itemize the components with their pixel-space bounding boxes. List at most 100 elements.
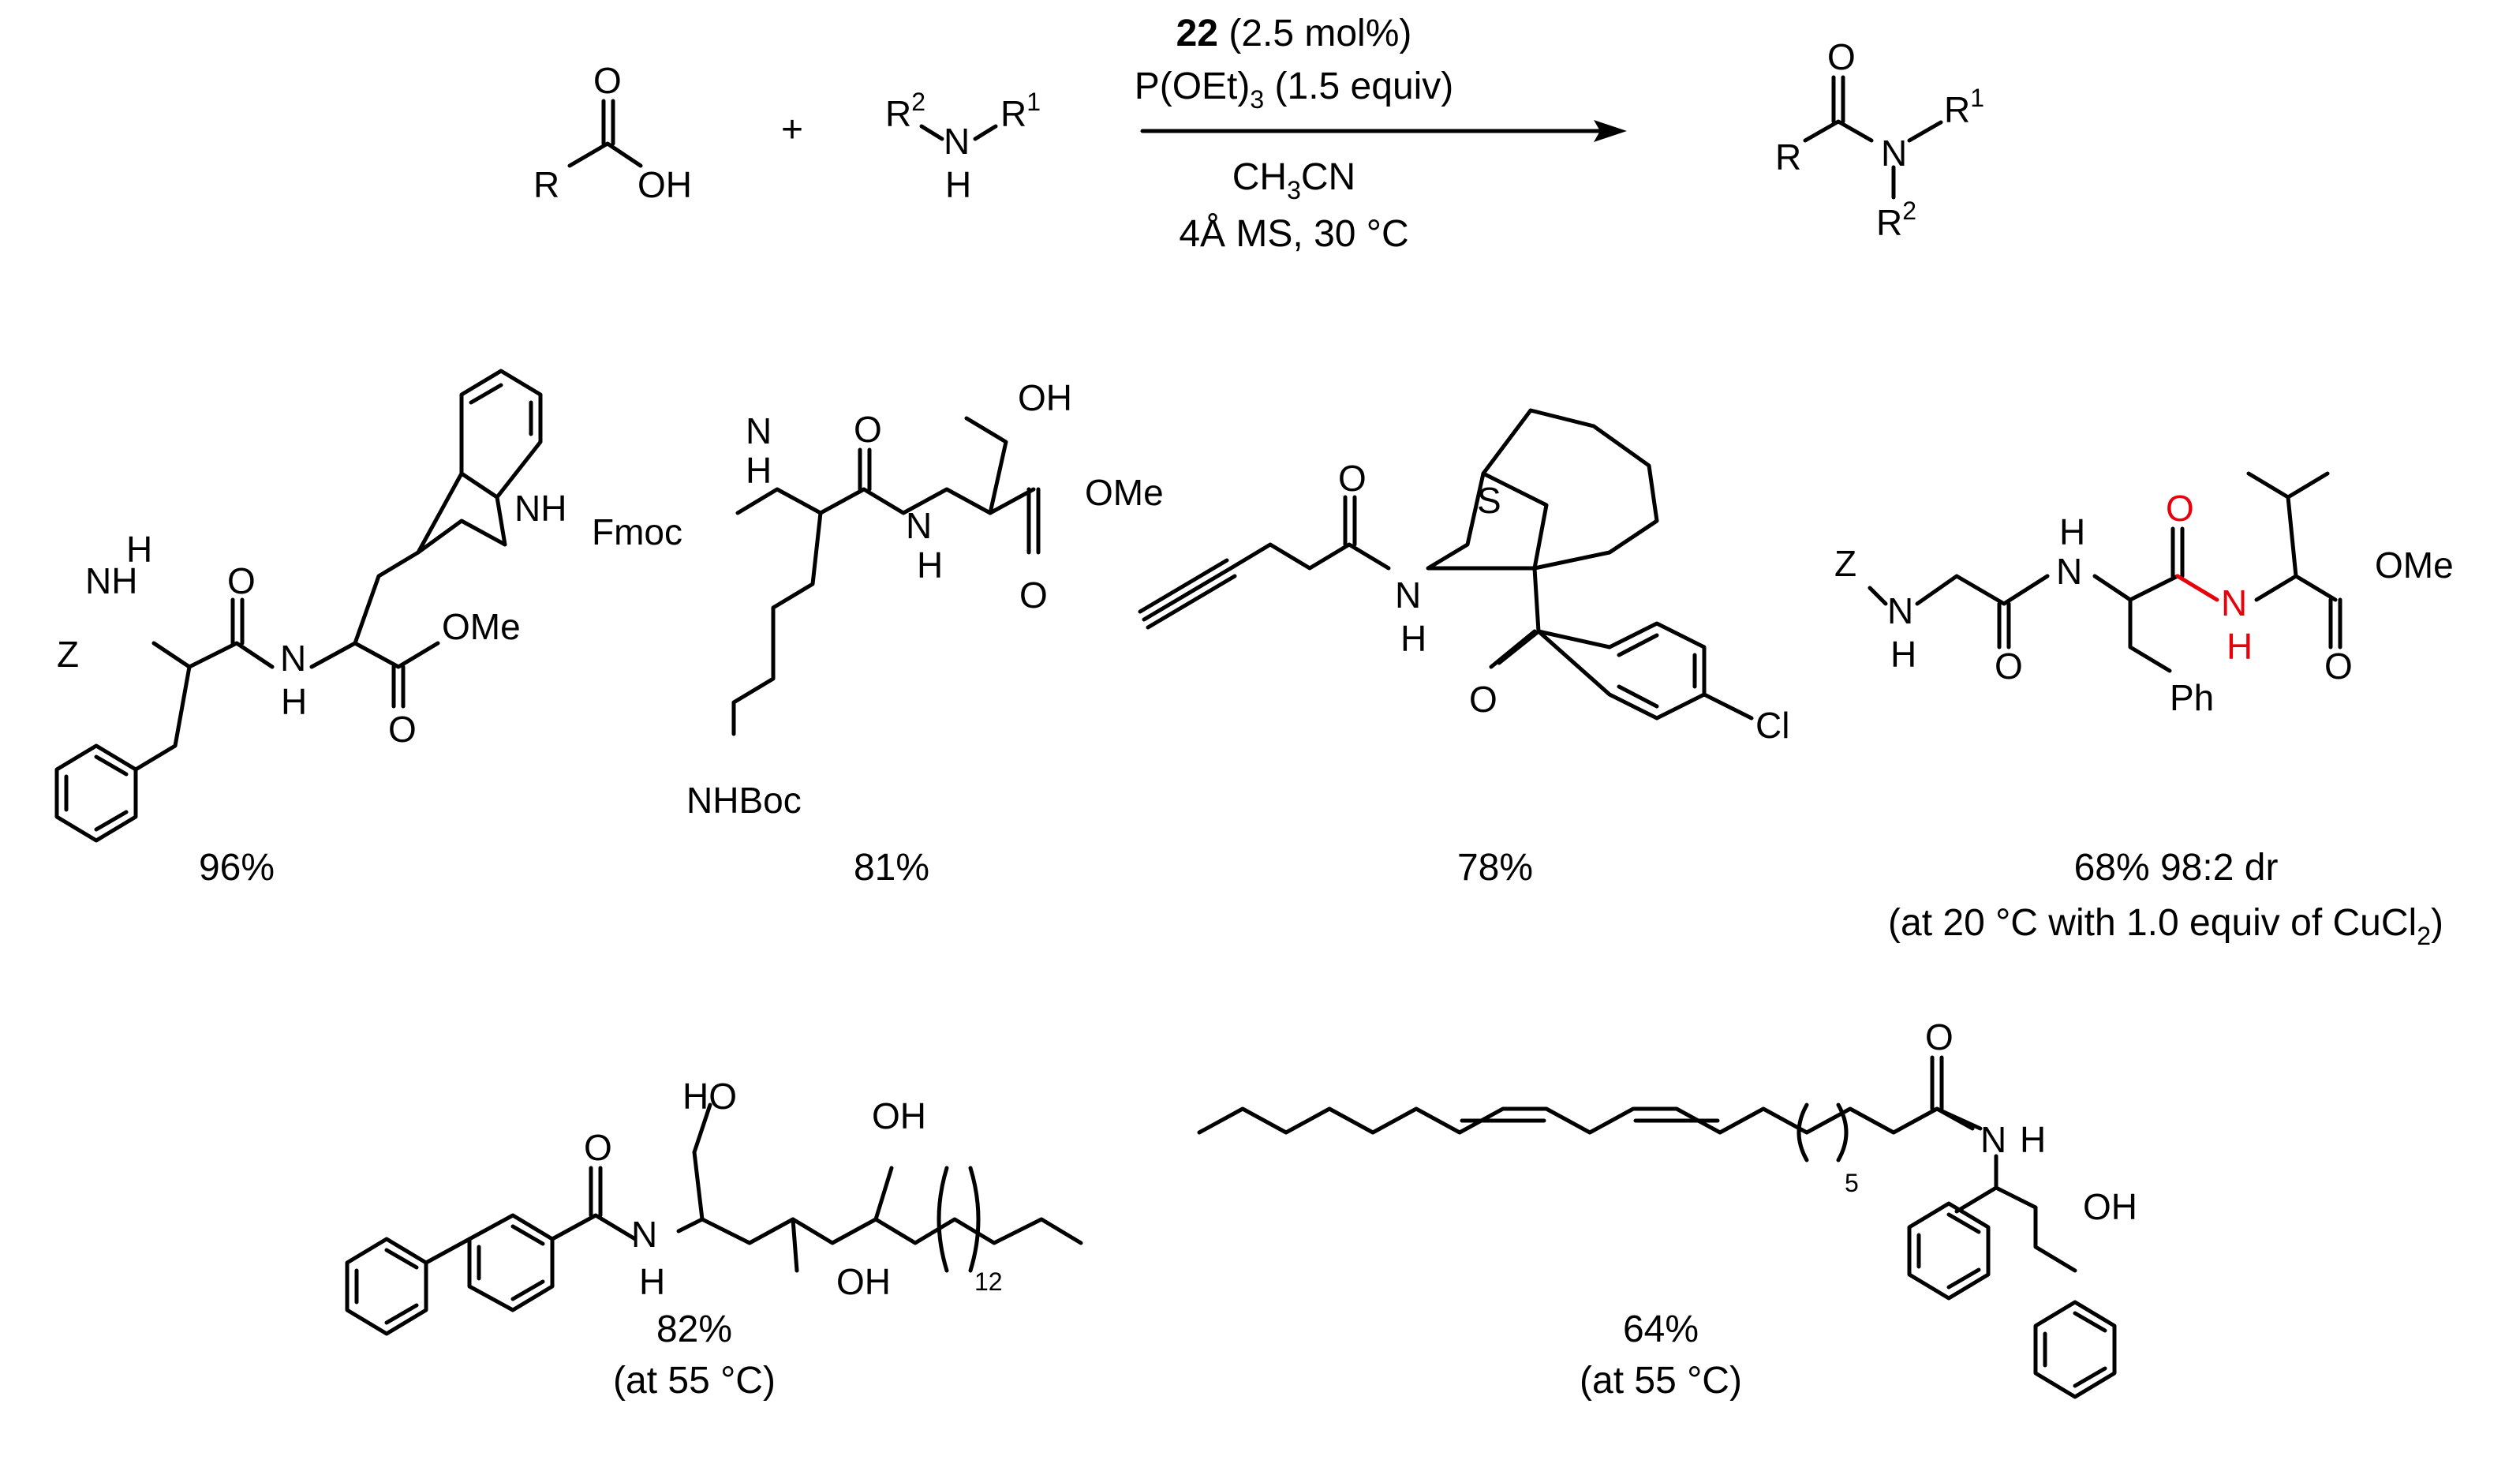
amide-r-group: R	[1775, 137, 1801, 178]
p1-label-nh-h: H	[281, 681, 307, 722]
p4-label-o1: O	[1995, 646, 2023, 687]
p1-label-nh: NH	[85, 560, 137, 601]
amine-r1: R	[1000, 93, 1026, 134]
acid-oxygen: O	[593, 60, 622, 101]
svg-text:R1: R1	[1000, 88, 1041, 134]
catalyst-number: 22	[1176, 13, 1218, 54]
product-96-structure: NH H Z O N H OMe O NH	[54, 369, 566, 843]
p3-label-s: S	[1477, 480, 1501, 521]
p6-label-o: O	[1925, 1016, 1954, 1058]
p4-label-h2: H	[2059, 511, 2085, 552]
amide-product: O R N R1 R2	[1775, 36, 1984, 243]
additive-temperature: 4Å MS, 30 °C	[1179, 213, 1408, 255]
p1-label-n: N	[280, 638, 306, 679]
p2-label-ome: OMe	[1085, 472, 1164, 513]
reagent-equiv: (1.5 equiv)	[1264, 66, 1453, 107]
p1-label-z: Z	[57, 634, 79, 675]
carboxylic-acid-reactant: O R OH	[533, 60, 692, 205]
product-68-note: (at 20 °C with 1.0 equiv of CuCl2)	[1888, 902, 2443, 950]
amide-r1-superscript: 1	[1970, 84, 1984, 112]
reagent-subscript: 3	[1250, 85, 1264, 114]
svg-text:R2: R2	[885, 88, 925, 134]
solvent-b: CN	[1301, 156, 1355, 198]
p6-label-oh: OH	[2083, 1186, 2137, 1227]
product-81-yield: 81%	[854, 847, 929, 889]
product-82-note: (at 55 °C)	[613, 1360, 776, 1402]
p2-label-h: H	[746, 450, 772, 491]
p4-label-n1: N	[1887, 590, 1913, 631]
amide-oxygen: O	[1827, 36, 1856, 77]
amine-r2-superscript: 2	[911, 88, 925, 116]
p4-label-o3: O	[2324, 646, 2353, 687]
product-68-note-close: )	[2431, 902, 2443, 944]
amide-r2-superscript: 2	[1902, 197, 1916, 225]
p5-label-h: H	[639, 1261, 665, 1302]
product-68-structure: Z N H N H O O N H OMe O Ph	[1834, 471, 2454, 718]
svg-text:22 (2.5 mol%): 22 (2.5 mol%)	[1176, 13, 1412, 54]
p1-label-o2: O	[388, 709, 417, 750]
p2-label-n: N	[746, 410, 772, 451]
product-64-note: (at 55 °C)	[1580, 1360, 1742, 1402]
p6-label-repeat-5: 5	[1845, 1169, 1859, 1197]
p5-label-o: O	[584, 1127, 612, 1168]
product-64-yield: 64%	[1623, 1308, 1699, 1350]
amine-r2: R	[885, 93, 911, 134]
p4-label-o2-highlight: O	[2166, 488, 2194, 529]
p4-label-ph: Ph	[2170, 677, 2214, 718]
svg-text:CH3CN: CH3CN	[1232, 156, 1355, 204]
p5-label-repeat-12: 12	[974, 1267, 1003, 1296]
p3-label-cl: Cl	[1755, 705, 1789, 746]
p2-label-nhboc: NHBoc	[686, 780, 802, 821]
product-82-yield: 82%	[656, 1308, 732, 1350]
product-64-structure: O 5 N H OH	[1197, 1016, 2137, 1399]
p2-label-nh-n: N	[906, 505, 932, 546]
reaction-conditions: 22 (2.5 mol%) P(OEt)3 (1.5 equiv) CH3CN …	[1135, 13, 1627, 255]
product-68-note-subscript: 2	[2417, 922, 2431, 950]
p3-label-o2: O	[1469, 679, 1497, 720]
amine-r1-superscript: 1	[1026, 88, 1041, 116]
amide-nitrogen: N	[1881, 133, 1907, 174]
p3-label-h: H	[1400, 618, 1426, 659]
p2-label-o: O	[854, 409, 882, 450]
amine-hydrogen: H	[945, 164, 971, 205]
p5-label-ho: HO	[682, 1076, 737, 1117]
product-68-yield: 68% 98:2 dr	[2074, 847, 2279, 889]
p2-label-nh-h: H	[917, 545, 943, 586]
product-96-yield: 96%	[199, 847, 275, 889]
p2-label-oh: OH	[1018, 377, 1072, 418]
p4-label-n2: N	[2056, 551, 2082, 592]
amine-nitrogen: N	[944, 121, 970, 162]
product-78-structure: S O N H O Cl	[1138, 408, 1789, 746]
p6-label-n: N	[1980, 1119, 2006, 1160]
p4-label-ome: OMe	[2375, 545, 2454, 586]
solvent-subscript: 3	[1287, 176, 1301, 204]
p1-label-ome: OMe	[442, 606, 521, 647]
product-78-yield: 78%	[1457, 847, 1533, 889]
solvent-a: CH	[1232, 156, 1287, 198]
p1-label-o: O	[227, 560, 256, 601]
p1-label-h: H	[126, 529, 152, 570]
svg-text:R1: R1	[1944, 84, 1984, 130]
acid-r-group: R	[533, 164, 559, 205]
product-82-structure: HO OH O N H OH 12	[345, 1076, 1083, 1336]
p4-label-h1: H	[1890, 634, 1916, 675]
p2-label-fmoc: Fmoc	[592, 511, 682, 552]
product-68-note-text: (at 20 °C with 1.0 equiv of CuCl	[1888, 902, 2417, 944]
p3-label-o: O	[1338, 458, 1367, 499]
p5-label-oh1: OH	[872, 1095, 926, 1136]
product-81-structure: H N Fmoc O H N OH OMe O NHBoc	[592, 377, 1164, 821]
p2-label-o2: O	[1019, 575, 1048, 616]
p4-label-z: Z	[1834, 543, 1856, 584]
reaction-arrowhead	[1594, 120, 1627, 142]
svg-text:R2: R2	[1876, 197, 1916, 243]
p6-label-h: H	[2020, 1119, 2046, 1160]
amide-r2: R	[1876, 202, 1902, 243]
reagent-name: P(OEt)	[1135, 66, 1251, 107]
catalyst-loading: (2.5 mol%)	[1228, 13, 1411, 54]
p5-label-n: N	[631, 1214, 657, 1255]
amide-r1: R	[1944, 89, 1970, 130]
p1-label-indole-nh: NH	[514, 488, 566, 529]
p3-label-n: N	[1395, 575, 1421, 616]
p4-label-n3-highlight: N	[2221, 582, 2247, 623]
